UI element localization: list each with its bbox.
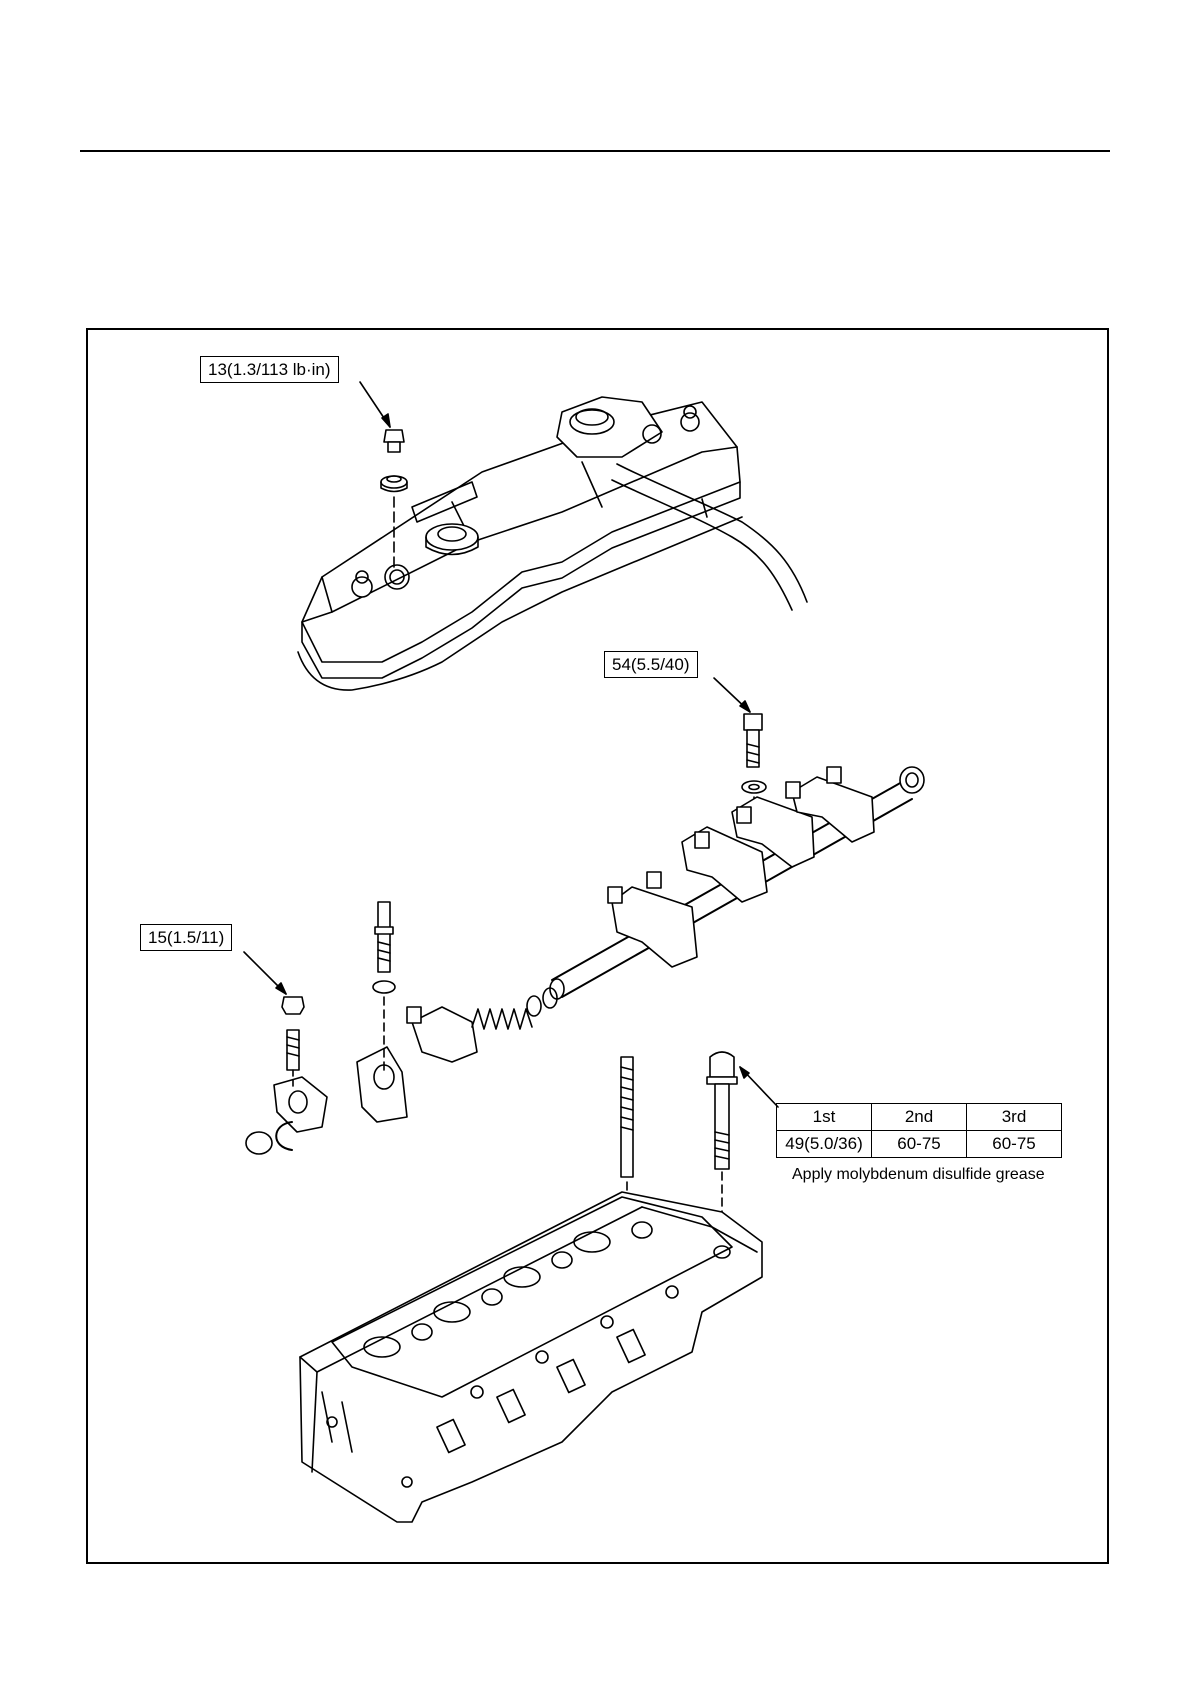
- exploded-view-drawing: [88, 330, 1107, 1562]
- head-bolt-torque-table: 1st 2nd 3rd 49(5.0/36) 60-75 60-75: [776, 1103, 1062, 1158]
- stage-3-header: 3rd: [967, 1104, 1062, 1131]
- figure-frame: 13(1.3/113 lb·in) 54(5.5/40) 15(1.5/11) …: [86, 328, 1109, 1564]
- shaft-bolt-torque-callout: 54(5.5/40): [604, 651, 698, 678]
- table-row: 49(5.0/36) 60-75 60-75: [777, 1131, 1062, 1158]
- table-row: 1st 2nd 3rd: [777, 1104, 1062, 1131]
- cylinder-head: [300, 1192, 762, 1522]
- stage-2-value: 60-75: [872, 1131, 967, 1158]
- bracket-stud: [373, 902, 395, 1072]
- cylinder-head-cover: [298, 397, 807, 690]
- stage-3-value: 60-75: [967, 1131, 1062, 1158]
- grease-note: Apply molybdenum disulfide grease: [792, 1166, 1045, 1184]
- stage-1-header: 1st: [777, 1104, 872, 1131]
- rocker-spring: [472, 988, 557, 1029]
- head-bolt: [707, 1052, 778, 1227]
- stage-2-header: 2nd: [872, 1104, 967, 1131]
- rocker-shaft-assembly: [244, 767, 924, 1154]
- header-rule: [80, 150, 1110, 152]
- cover-bolt-torque-callout: 13(1.3/113 lb·in): [200, 356, 339, 383]
- bracket-nut: [244, 952, 304, 1087]
- stage-1-value: 49(5.0/36): [777, 1131, 872, 1158]
- bracket-nut-torque-callout: 15(1.5/11): [140, 924, 232, 951]
